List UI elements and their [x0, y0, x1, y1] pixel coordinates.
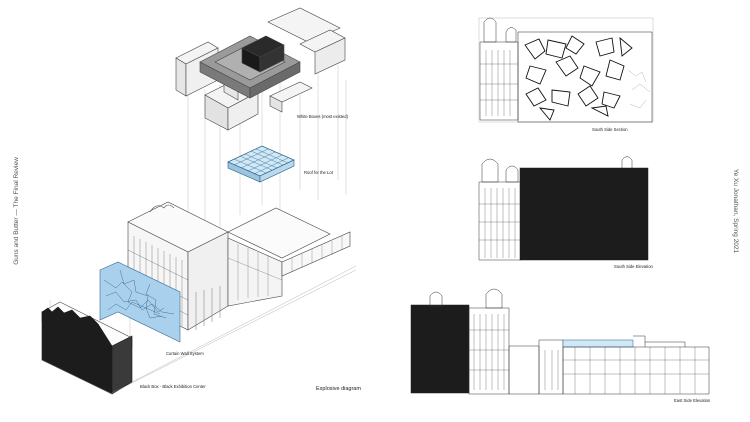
gray-mass [199, 35, 301, 99]
exploded-axonometric [41, 7, 357, 395]
roof-grid [227, 145, 295, 183]
ground-lines [41, 265, 357, 395]
south-elevation-drawing [478, 156, 649, 261]
label-south-elevation: South Side Elevation [614, 264, 653, 269]
black-box [41, 301, 133, 395]
black-box-east [410, 304, 470, 394]
label-curtain-wall: Curtain Wall System [166, 351, 204, 356]
section-chaotic-volume [517, 31, 653, 123]
label-black-box: Black Box - Black Exhibition Center [140, 384, 206, 389]
label-white-boxes: White Boxes (most existed) [297, 114, 348, 119]
label-explosive-diagram: Explosive diagram [316, 386, 361, 392]
label-east-elevation: East Side Elevation [674, 398, 711, 403]
black-box-elevation [519, 167, 649, 261]
east-elevation-drawing [410, 288, 710, 395]
label-roof: Roof for the Lot [304, 170, 333, 175]
roof-glazing-east [562, 339, 634, 348]
curtain-wall [99, 261, 181, 343]
south-section-drawing [478, 17, 654, 123]
label-south-section: South Side Section [592, 127, 628, 132]
